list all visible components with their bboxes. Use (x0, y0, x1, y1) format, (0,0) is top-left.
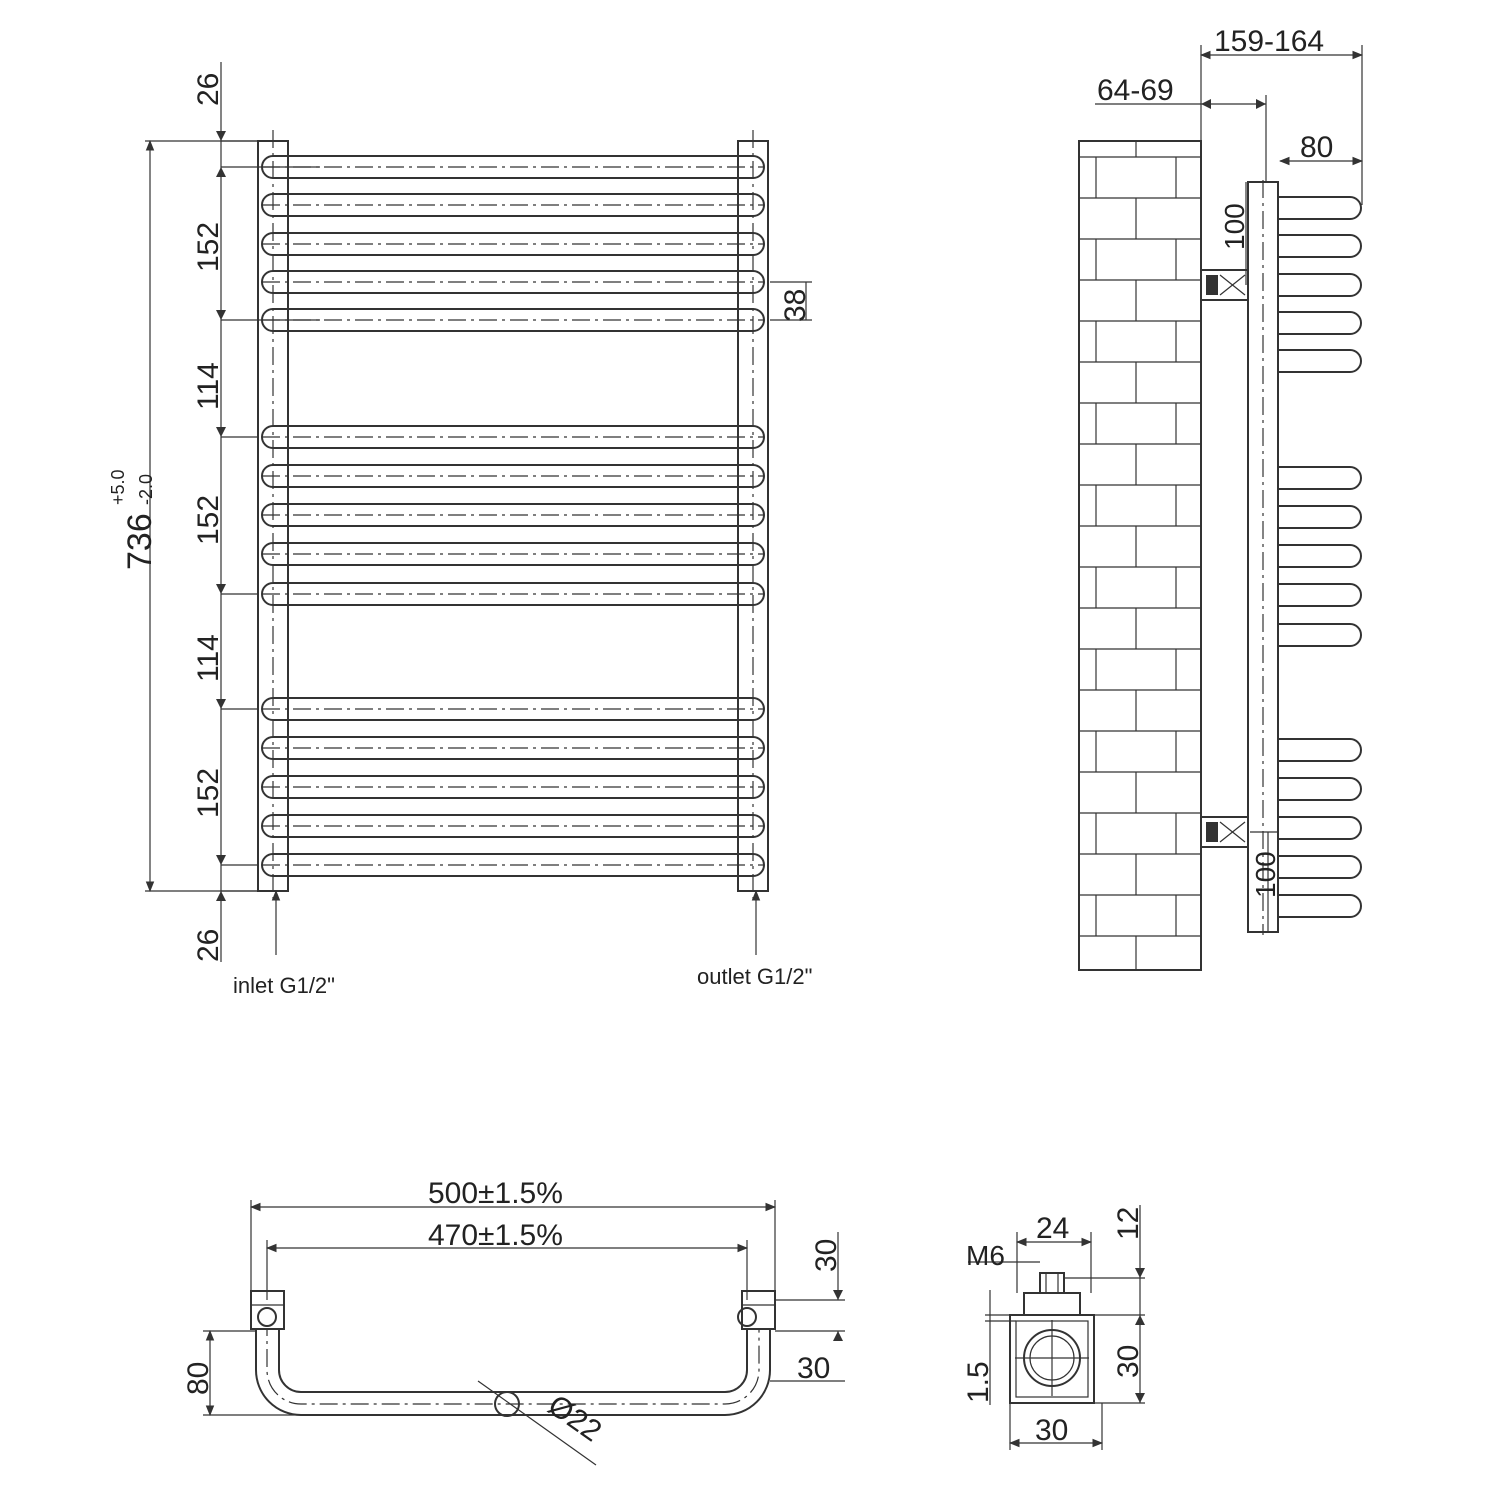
center-width-dimension: 470±1.5% (265, 1219, 749, 1300)
side-tube (1278, 894, 1362, 918)
front-view: 736 +5.0 -2.0 26 152 114 152 (108, 62, 812, 998)
spacing-label-1: 152 (192, 222, 225, 272)
bracket-bottom-dimension: 100 (1250, 831, 1281, 932)
detail-profile-width-label: 30 (1035, 1414, 1068, 1447)
inlet-marker: inlet G1/2" (233, 889, 335, 998)
spacing-label-4: 114 (192, 634, 225, 682)
spacing-label-2: 114 (192, 362, 225, 410)
top-right-collector (737, 1290, 776, 1330)
front-tube (261, 542, 765, 566)
front-tube (261, 503, 765, 527)
front-tube (261, 155, 765, 179)
wall-gap-label: 64-69 (1097, 74, 1174, 107)
side-tube (1278, 855, 1362, 879)
inlet-label: inlet G1/2" (233, 973, 335, 998)
detail-bottom-dimension: 30 (1008, 1403, 1104, 1450)
front-tube (261, 464, 765, 488)
side-tube (1278, 505, 1362, 529)
front-tubes (261, 155, 765, 877)
side-tube (1278, 777, 1362, 801)
side-tube (1278, 196, 1362, 220)
wall-gap-dimension: 64-69 (1095, 74, 1267, 182)
outlet-marker: outlet G1/2" (697, 889, 812, 989)
depth-dimension: 159-164 (1199, 25, 1364, 205)
front-tube (261, 193, 765, 217)
side-tube (1278, 466, 1362, 490)
side-tube (1278, 234, 1362, 258)
front-tube (261, 425, 765, 449)
top-view: 500±1.5% 470±1.5% 80 30 30 (182, 1177, 845, 1466)
front-tube (261, 736, 765, 760)
tube-pitch-label: 38 (779, 289, 812, 322)
side-tube (1278, 738, 1362, 762)
side-tube (1278, 349, 1362, 373)
center-width-label: 470±1.5% (428, 1219, 563, 1252)
side-tube (1278, 583, 1362, 607)
collector-offset-2-label: 30 (797, 1352, 830, 1385)
front-tube (261, 775, 765, 799)
height-tol-upper: +5.0 (108, 469, 128, 505)
collector-offset-dimensions: 30 30 (770, 1232, 845, 1385)
depth-total-label: 159-164 (1214, 25, 1324, 58)
spacing-label-5: 152 (192, 768, 225, 818)
height-tol-lower: -2.0 (136, 474, 156, 505)
bracket-top (1200, 269, 1249, 301)
detail-profile-height-label: 30 (1112, 1345, 1145, 1378)
bracket-top-dimension: 100 (1219, 182, 1250, 285)
tube-diameter-callout: Ø22 (477, 1380, 607, 1466)
side-tube (1278, 311, 1362, 335)
side-tube (1278, 816, 1362, 840)
top-depth-label: 80 (182, 1362, 215, 1395)
side-view: 159-164 64-69 80 100 100 (1078, 25, 1364, 971)
detail-wall-dimension: 1.5 (962, 1290, 1016, 1405)
side-tube (1278, 273, 1362, 297)
tube-pitch-dimension: 38 (770, 281, 812, 322)
detail-top-dimensions: 24 M6 (966, 1212, 1093, 1293)
height-dimension: 736 +5.0 -2.0 (108, 139, 258, 893)
collector-offset-1-label: 30 (810, 1239, 843, 1272)
front-tube (261, 232, 765, 256)
detail-width-top-label: 24 (1036, 1212, 1069, 1245)
detail-height-top-label: 12 (1112, 1207, 1145, 1240)
detail-view: 24 M6 12 30 1.5 30 (962, 1205, 1145, 1450)
projection-dimension: 80 (1278, 131, 1364, 166)
spacing-label-3: 152 (192, 495, 225, 545)
bracket-bottom-label: 100 (1250, 851, 1281, 898)
outlet-label: outlet G1/2" (697, 964, 812, 989)
tube-diameter-label: Ø22 (542, 1389, 607, 1449)
top-depth-dimension: 80 (182, 1329, 301, 1417)
side-tubes (1278, 196, 1362, 918)
front-tube (261, 270, 765, 294)
overall-width-label: 500±1.5% (428, 1177, 563, 1210)
detail-thread-label: M6 (966, 1240, 1005, 1271)
bracket-bottom (1200, 816, 1249, 848)
front-tube (261, 308, 765, 332)
height-label: 736 (121, 513, 159, 570)
spacing-dimensions: 26 152 114 152 114 152 26 (192, 62, 320, 962)
top-left-collector (250, 1290, 285, 1330)
detail-wall-label: 1.5 (962, 1361, 995, 1403)
overall-width-dimension: 500±1.5% (249, 1177, 777, 1300)
brick-wall (1078, 140, 1202, 971)
top-offset-label: 26 (192, 73, 225, 106)
front-tube (261, 853, 765, 877)
bracket-top-label: 100 (1219, 203, 1250, 250)
side-tube (1278, 544, 1362, 568)
bottom-offset-label: 26 (192, 929, 225, 962)
projection-label: 80 (1300, 131, 1333, 164)
front-tube (261, 814, 765, 838)
side-tube (1278, 623, 1362, 647)
front-tube (261, 582, 765, 606)
front-tube (261, 697, 765, 721)
